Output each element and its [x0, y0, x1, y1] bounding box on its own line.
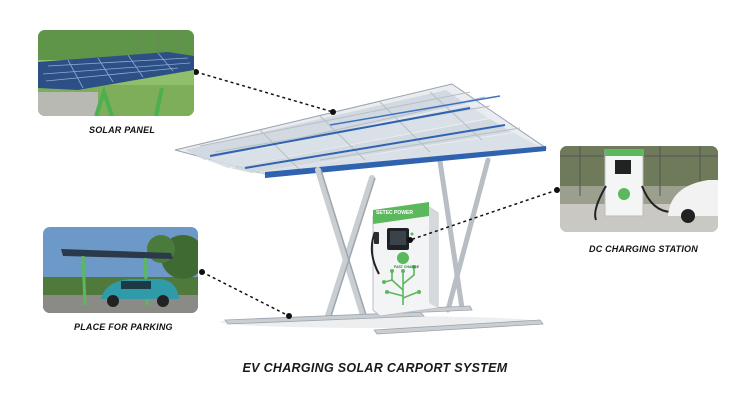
leader-dot-parking-end	[286, 313, 292, 319]
solar-panel-photo	[38, 30, 194, 116]
fast-charge-badge-icon	[397, 252, 409, 264]
roof-canopy	[174, 83, 548, 178]
charging-cable	[370, 231, 380, 275]
parking-photo	[43, 227, 198, 313]
leader-dot-solar-start	[193, 69, 199, 75]
charger-brand-label: SETEC POWER	[376, 210, 413, 216]
parking-label: PLACE FOR PARKING	[74, 322, 173, 332]
leader-dot-dc-start	[554, 187, 560, 193]
circuit-tree-graphic	[384, 268, 419, 305]
leader-parking	[201, 271, 290, 317]
leader-solar-panel	[195, 71, 334, 113]
charger-badge-label: FAST CHARGE	[394, 265, 420, 269]
solar-panel-label: SOLAR PANEL	[89, 125, 156, 135]
leader-dot-dc-end	[407, 237, 413, 243]
front-legs	[315, 167, 375, 319]
dc-station-photo	[560, 146, 718, 232]
diagram-title: EV CHARGING SOLAR CARPORT SYSTEM	[242, 361, 508, 375]
leader-dc-station	[409, 189, 558, 241]
dc-station-label: DC CHARGING STATION	[589, 244, 698, 254]
dc-charger-unit	[370, 202, 439, 317]
leader-dot-parking-start	[199, 269, 205, 275]
back-legs	[435, 145, 491, 313]
leader-dot-solar-end	[330, 109, 336, 115]
